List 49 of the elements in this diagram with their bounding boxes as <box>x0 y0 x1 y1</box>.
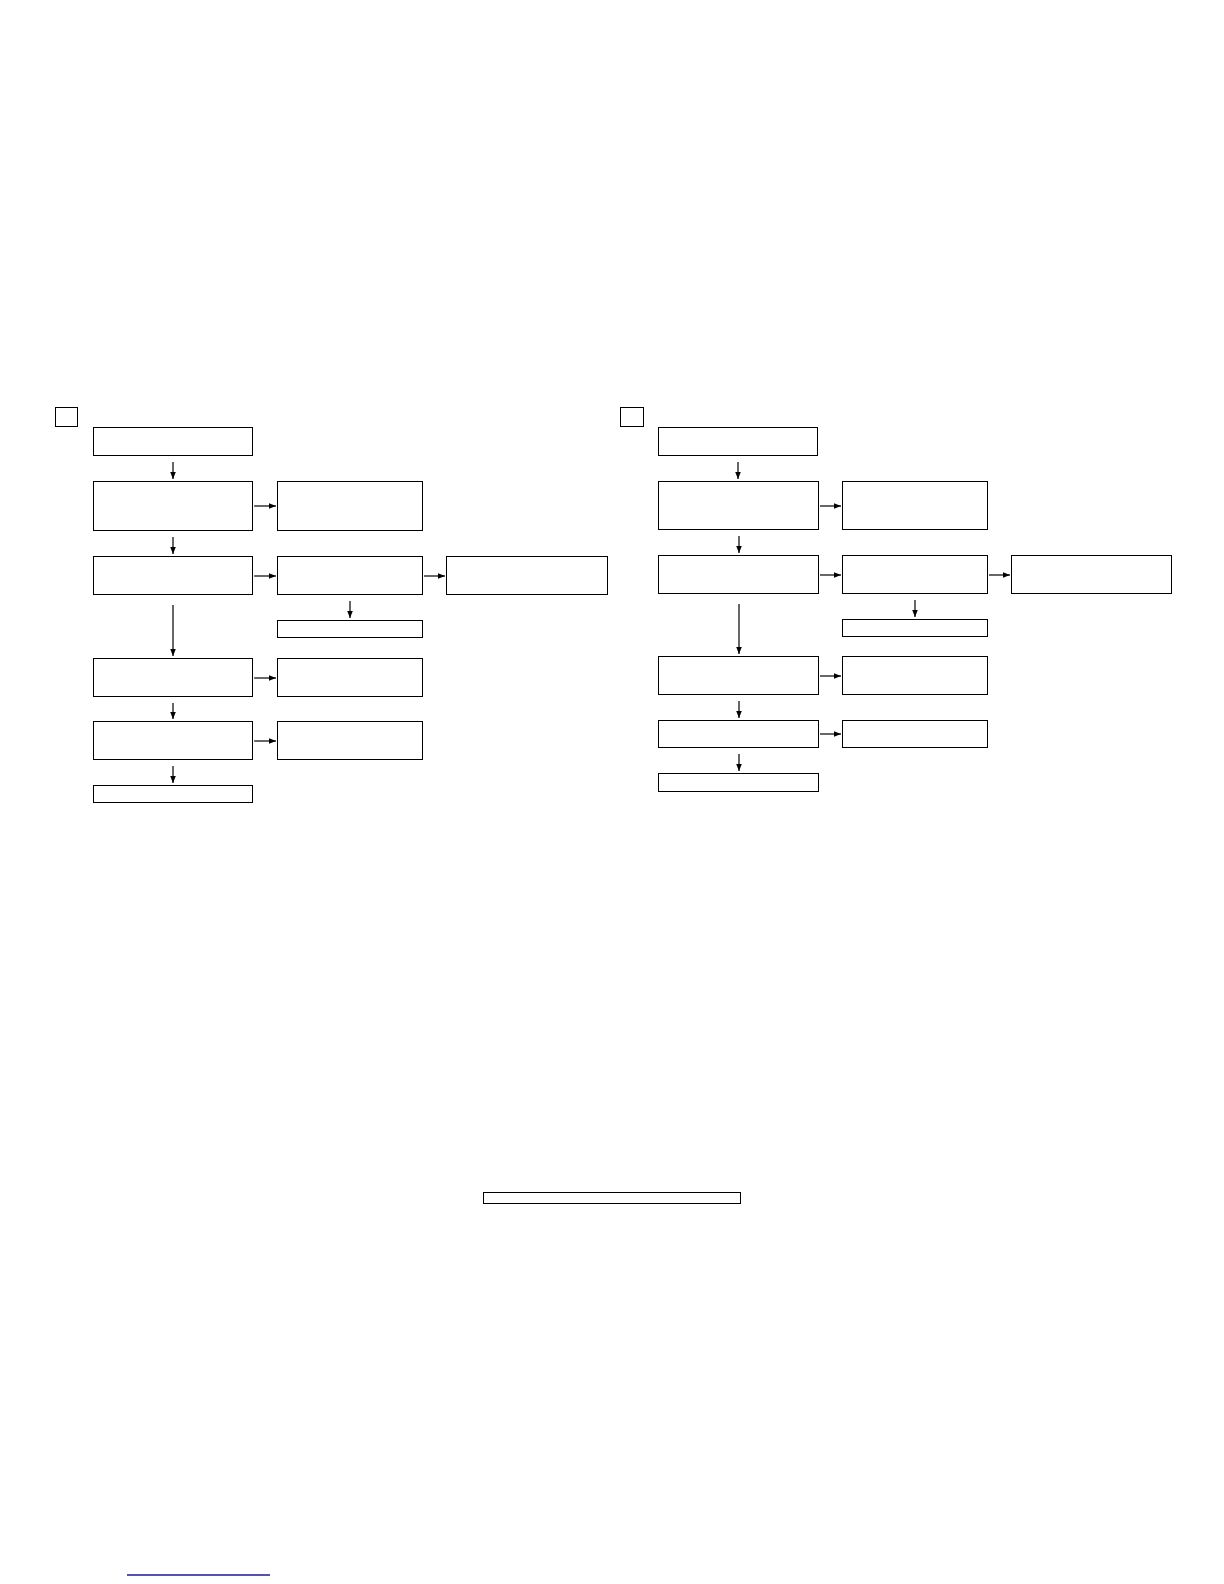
process-box <box>93 721 253 760</box>
arrow <box>347 600 353 619</box>
arrow <box>819 503 842 509</box>
arrow <box>735 461 741 480</box>
arrow <box>253 675 277 681</box>
process-box <box>658 720 819 748</box>
arrow <box>819 731 842 737</box>
process-box <box>658 656 819 695</box>
process-box <box>93 785 253 803</box>
arrow <box>170 604 176 657</box>
process-box <box>93 481 253 531</box>
arrow <box>736 753 742 772</box>
process-box <box>277 556 423 595</box>
arrow <box>819 572 842 578</box>
process-box <box>658 481 819 530</box>
arrow <box>253 503 277 509</box>
process-box <box>277 481 423 531</box>
process-box <box>277 721 423 760</box>
label-box <box>55 407 78 427</box>
arrow <box>736 603 742 655</box>
process-box <box>842 481 988 530</box>
arrow <box>423 573 446 579</box>
process-box <box>446 556 608 595</box>
process-box <box>93 556 253 595</box>
process-box <box>842 555 988 594</box>
process-box <box>658 427 818 456</box>
process-box <box>842 619 988 637</box>
arrow <box>170 461 176 480</box>
process-box <box>658 555 819 594</box>
arrow <box>912 599 918 618</box>
label-box <box>620 407 644 427</box>
process-box <box>277 620 423 638</box>
process-box <box>93 427 253 456</box>
arrow <box>736 535 742 554</box>
process-box <box>93 658 253 697</box>
process-box <box>842 720 988 748</box>
arrow <box>170 765 176 784</box>
process-box <box>842 656 988 695</box>
process-box <box>1011 555 1172 594</box>
arrow <box>988 572 1011 578</box>
process-box <box>658 773 819 792</box>
process-box <box>277 658 423 697</box>
arrow <box>253 573 277 579</box>
arrow <box>253 738 277 744</box>
arrow <box>736 700 742 719</box>
arrow <box>170 702 176 720</box>
arrow <box>819 673 842 679</box>
process-box <box>483 1192 741 1204</box>
arrow <box>170 536 176 555</box>
